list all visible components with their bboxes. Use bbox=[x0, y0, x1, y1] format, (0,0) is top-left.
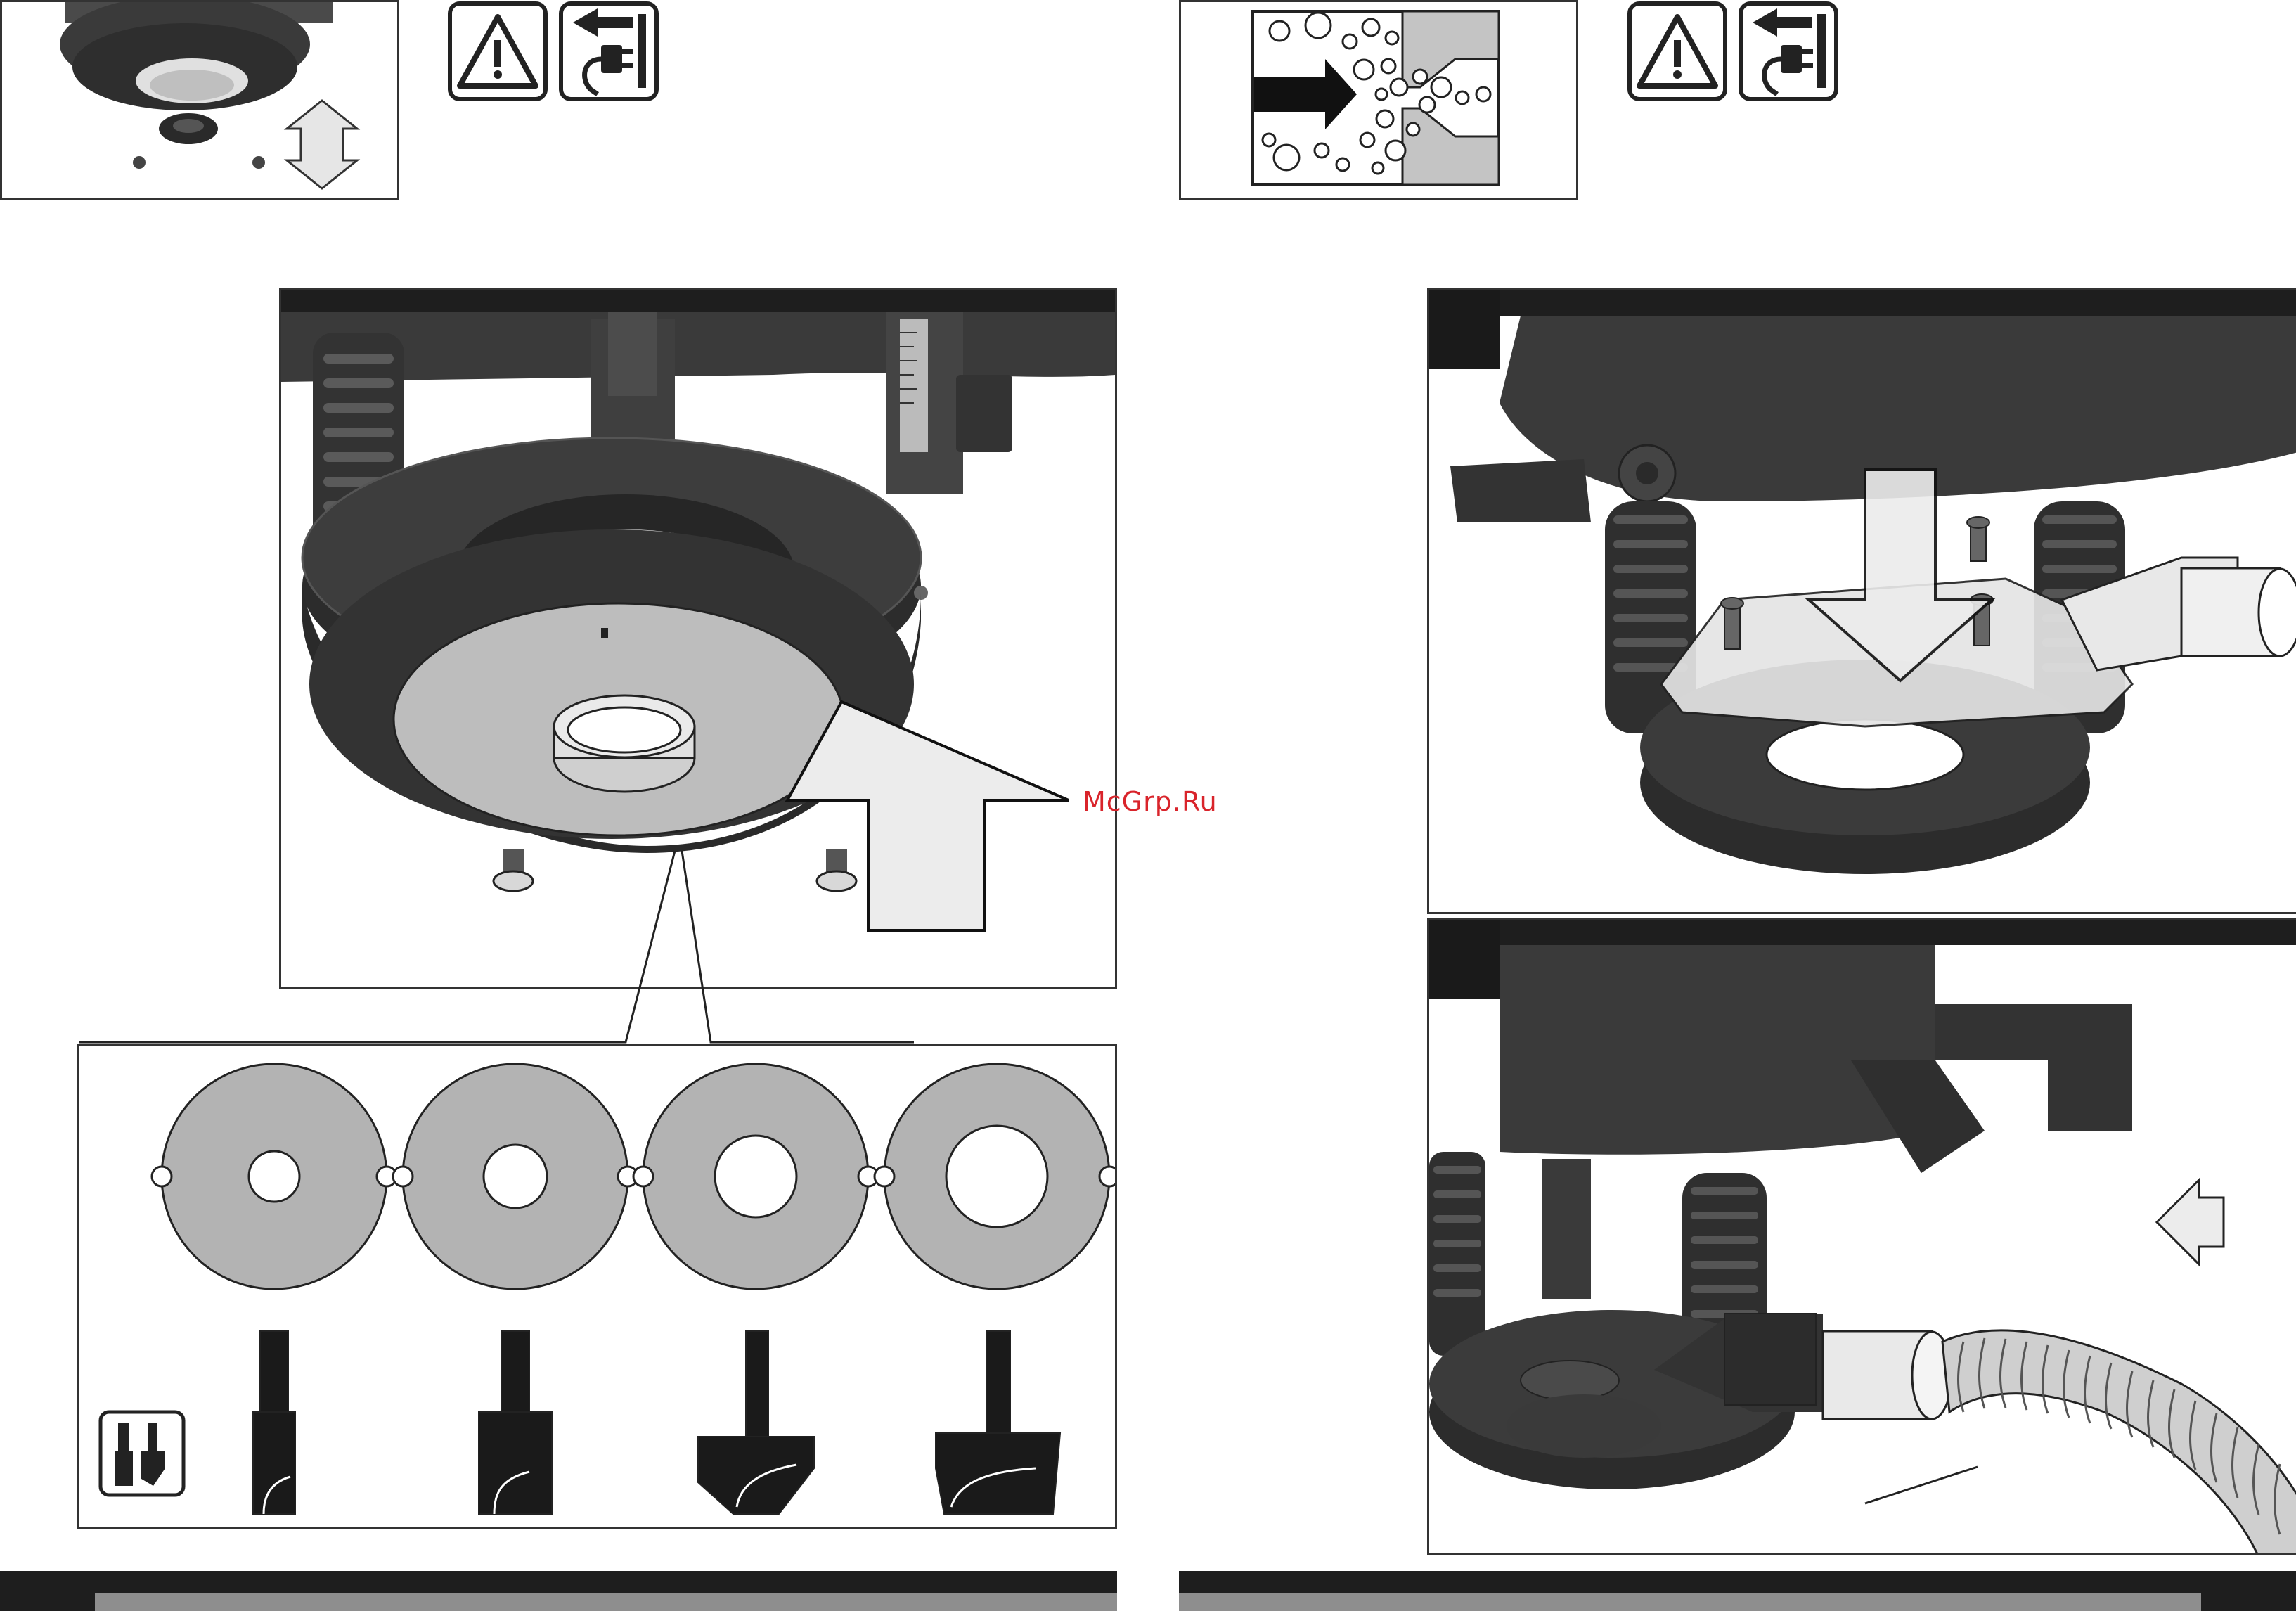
watermark-text: McGrp.Ru bbox=[1083, 786, 1218, 817]
small-illustration-baseplate bbox=[0, 0, 399, 200]
unplug-mains-icon bbox=[559, 1, 659, 101]
template-guides-panel bbox=[77, 1044, 1117, 1529]
straight-bit-long-shank bbox=[501, 1331, 529, 1412]
page-footer-strip-right bbox=[1179, 1593, 2201, 1611]
bit-types-icon bbox=[101, 1412, 183, 1495]
callout-lines bbox=[70, 830, 914, 1062]
template-guides-illustration bbox=[79, 1046, 1115, 1527]
router-bits-row bbox=[253, 1331, 1060, 1514]
unplug-mains-icon-right bbox=[1739, 1, 1838, 101]
v-groove-bit-shank bbox=[746, 1331, 768, 1437]
figure-spout-mounting bbox=[1427, 288, 2296, 914]
dovetail-bit-shank bbox=[986, 1331, 1010, 1433]
straight-bit-shank bbox=[260, 1331, 288, 1412]
figure-hose-connection bbox=[1427, 918, 2296, 1555]
baseplate-thumbnail bbox=[2, 2, 397, 198]
router-spout-illustration bbox=[1429, 290, 2296, 914]
page-footer-strip-left bbox=[95, 1593, 1117, 1611]
v-groove-bit-cutter bbox=[698, 1437, 814, 1514]
dust-extraction-icon bbox=[1251, 10, 1500, 186]
straight-bit-long-cutter bbox=[479, 1412, 552, 1514]
warning-triangle-icon bbox=[448, 1, 548, 101]
straight-bit-cutter bbox=[253, 1412, 295, 1514]
router-hose-illustration bbox=[1429, 920, 2296, 1555]
warning-triangle-icon-right bbox=[1627, 1, 1727, 101]
